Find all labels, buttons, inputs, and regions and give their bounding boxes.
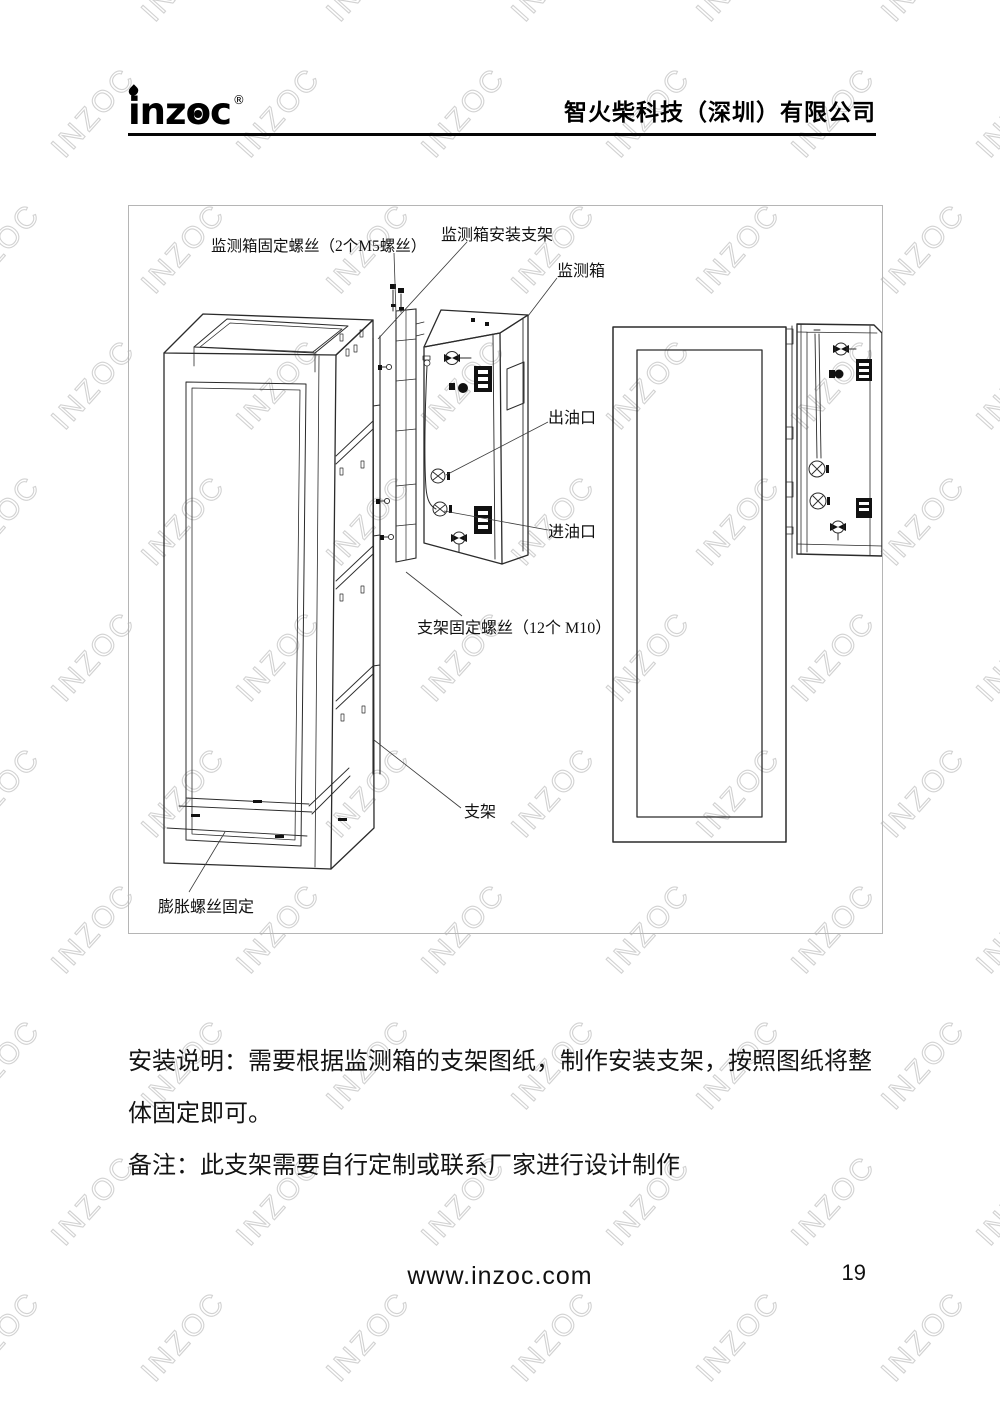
watermark-text: INZOC xyxy=(0,741,48,845)
website-url: www.inzoc.com xyxy=(407,1262,593,1290)
leader-lines xyxy=(188,241,558,893)
watermark-text: INZOC xyxy=(970,877,1000,981)
mounting-holes xyxy=(339,329,366,722)
remark: 备注：此支架需要自行定制或联系厂家进行设计制作 xyxy=(128,1152,680,1179)
watermark-text: INZOC xyxy=(875,741,973,845)
watermark-text: INZOC xyxy=(970,605,1000,709)
watermark-text: INZOC xyxy=(320,1285,418,1389)
watermark-text: INZOC xyxy=(0,469,48,573)
watermark-text: INZOC xyxy=(875,1013,973,1117)
label-bracket-fixing-screws: 支架固定螺丝（12个 M10） xyxy=(417,619,611,637)
top-screw-marks xyxy=(471,318,489,326)
expansion-screws xyxy=(191,800,347,838)
watermark-text: INZOC xyxy=(0,1285,48,1389)
side-top-valve xyxy=(829,342,872,381)
watermark-text: INZOC xyxy=(875,469,973,573)
watermark-text: INZOC xyxy=(875,1285,973,1389)
installation-diagram: 监测箱固定螺丝（2个M5螺丝） 监测箱安装支架 监测箱 出油口 进油口 支架固定… xyxy=(128,205,883,934)
watermark-text: INZOC xyxy=(970,333,1000,437)
oil-inlet-port xyxy=(432,501,452,517)
watermark-text: INZOC xyxy=(0,197,48,301)
logo-text-left: inz xyxy=(128,90,187,133)
hinge-blocks xyxy=(474,366,492,534)
watermark-text: INZOC xyxy=(875,0,973,29)
monitor-box-3d xyxy=(422,309,529,565)
company-name: 智火柴科技（深圳）有限公司 xyxy=(564,99,876,125)
label-monitor-box-mounting-bracket: 监测箱安装支架 xyxy=(441,226,553,244)
side-ports xyxy=(808,460,830,510)
rack-frame-isometric xyxy=(163,313,375,870)
label-oil-outlet: 出油口 xyxy=(548,409,596,427)
watermark-text: INZOC xyxy=(135,0,233,29)
logo-letter-o: o xyxy=(185,90,211,133)
label-monitor-box: 监测箱 xyxy=(557,262,605,280)
watermark-text: INZOC xyxy=(970,61,1000,165)
label-oil-inlet: 进油口 xyxy=(548,523,596,541)
watermark-text: INZOC xyxy=(875,197,973,301)
inzoc-logo: inzoc® xyxy=(126,84,245,133)
top-valve xyxy=(444,351,472,393)
watermark-text: INZOC xyxy=(505,0,603,29)
watermark-text: INZOC xyxy=(0,0,48,29)
label-expansion-screw-fixing: 膨胀螺丝固定 xyxy=(158,898,254,916)
front-view-frame xyxy=(612,326,787,843)
installation-note: 安装说明：需要根据监测箱的支架图纸，制作安装支架，按照图纸将整体固定即可。 xyxy=(128,1048,872,1127)
logo-text-right: c xyxy=(209,90,232,133)
watermark-text: INZOC xyxy=(690,0,788,29)
body-text: 安装说明：需要根据监测箱的支架图纸，制作安装支架，按照图纸将整体固定即可。 备注… xyxy=(128,1036,880,1192)
side-view-box xyxy=(785,323,882,559)
oil-outlet-port xyxy=(430,468,450,484)
registered-trademark-icon: ® xyxy=(232,93,245,107)
watermark-text: INZOC xyxy=(505,1285,603,1389)
label-monitor-box-fixing-screws: 监测箱固定螺丝（2个M5螺丝） xyxy=(211,237,426,255)
watermark-text: INZOC xyxy=(135,1285,233,1389)
watermark-text: INZOC xyxy=(690,1285,788,1389)
watermark-text: INZOC xyxy=(970,1149,1000,1253)
mounting-bracket-assembly xyxy=(372,284,425,775)
page-header: inzoc® 智火柴科技（深圳）有限公司 xyxy=(126,84,876,133)
page-number: 19 xyxy=(841,1260,866,1285)
label-bracket: 支架 xyxy=(464,803,496,821)
side-bottom-valve xyxy=(830,498,872,541)
bottom-valve xyxy=(451,531,467,553)
watermark-text: INZOC xyxy=(0,1013,48,1117)
m5-screws xyxy=(376,284,404,540)
watermark-text: INZOC xyxy=(320,0,418,29)
header-rule xyxy=(128,133,876,136)
